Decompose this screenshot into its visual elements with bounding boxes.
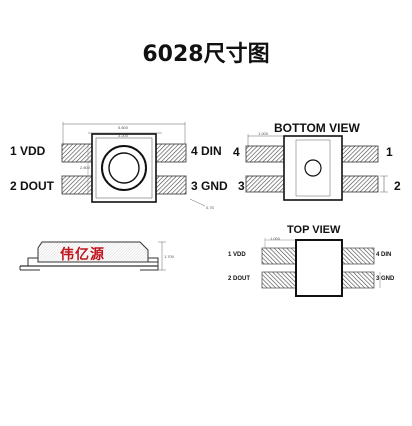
bottom-view xyxy=(245,134,388,201)
top-view-title: TOP VIEW xyxy=(287,224,341,236)
dim-outer-width: 5.800 xyxy=(118,125,129,130)
pin-1-pad xyxy=(61,143,97,163)
lens-inner xyxy=(108,152,140,184)
watermark: 伟亿源 xyxy=(60,247,105,263)
pin-label-gnd: 3 GND xyxy=(191,179,228,193)
bottom-pin-label-4: 4 xyxy=(233,145,240,159)
bottom-pin-4 xyxy=(245,145,287,163)
dim-note: 0.75 xyxy=(206,205,214,210)
dim-side-height: 2.800 xyxy=(80,165,91,170)
pin-label-din: 4 DIN xyxy=(191,144,222,158)
bottom-view-title: BOTTOM VIEW xyxy=(274,121,360,135)
page-title: 6028尺寸图 xyxy=(142,42,270,67)
bottom-mark xyxy=(304,159,322,177)
bottom-pin-1 xyxy=(337,145,379,163)
bottom-pin-label-2: 2 xyxy=(394,179,401,193)
top-view xyxy=(261,238,381,297)
top-body xyxy=(295,239,343,297)
pin-2-pad xyxy=(61,175,97,195)
bottom-dim: 1.000 xyxy=(258,131,269,136)
bottom-pin-2 xyxy=(337,175,379,193)
pin-4-pad xyxy=(151,143,187,163)
top-pin-label-dout: 2 DOUT xyxy=(228,276,251,282)
top-pin-label-gnd: 3 GND xyxy=(376,276,395,282)
top-dim: 1.000 xyxy=(270,236,281,241)
side-dim: 1.700 xyxy=(164,254,175,259)
bottom-pin-label-3: 3 xyxy=(238,179,245,193)
top-pin-label-din: 4 DIN xyxy=(376,252,392,258)
pin-label-vdd: 1 VDD xyxy=(10,144,46,158)
pin-label-dout: 2 DOUT xyxy=(10,179,55,193)
side-view xyxy=(19,241,166,271)
dim-inner-width: 3.200 xyxy=(118,133,129,138)
bottom-pin-3 xyxy=(245,175,287,193)
front-view xyxy=(61,122,206,207)
top-pin-label-vdd: 1 VDD xyxy=(228,252,246,258)
bottom-pin-label-1: 1 xyxy=(386,145,393,159)
pin-3-pad xyxy=(151,175,187,195)
